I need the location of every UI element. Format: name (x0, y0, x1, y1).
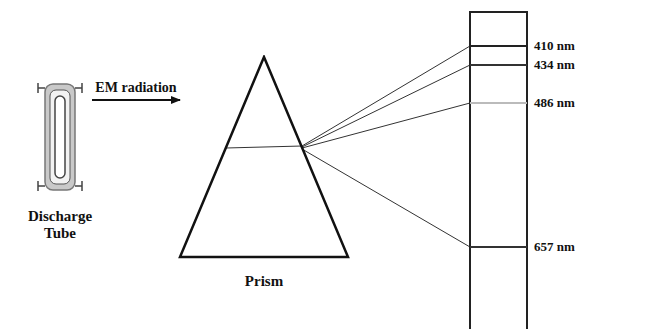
line-434 (470, 64, 527, 66)
electrode-leads (38, 88, 82, 186)
line-486 (470, 102, 527, 104)
wavelength-label: 410 nm (534, 38, 575, 54)
label-holder: Prism (178, 55, 350, 290)
tube-core (55, 96, 65, 178)
line-410 (470, 45, 527, 47)
electrode-caps (38, 83, 82, 191)
label-holder: Discharge Tube (14, 82, 106, 243)
prism: Prism (178, 55, 350, 290)
wavelength-label: 486 nm (534, 95, 575, 111)
wavelength-label: 657 nm (534, 239, 575, 255)
prism-label: Prism (178, 273, 350, 290)
wavelength-label: 434 nm (534, 57, 575, 73)
tube-glass (45, 84, 75, 190)
prism-shape (178, 55, 350, 259)
light-rays (226, 46, 470, 247)
discharge-tube-label: Discharge Tube (14, 208, 106, 243)
prism-triangle (180, 57, 348, 257)
radiation-arrow (92, 99, 180, 101)
screen (470, 12, 527, 329)
tube-inner (50, 90, 70, 184)
discharge-tube-shape (14, 82, 106, 194)
discharge-tube: Discharge Tube (14, 82, 106, 243)
edge-label: EM radiation (93, 80, 178, 96)
line-657 (470, 246, 527, 248)
